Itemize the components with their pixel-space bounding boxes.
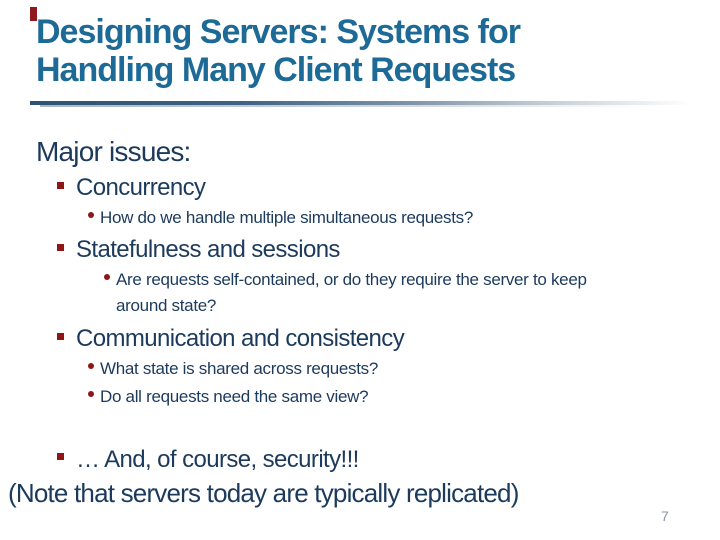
bullet-item-self-contained: Are requests self-contained, or do they … — [116, 270, 587, 289]
bullet-item-self-contained-wrap: around state? — [116, 296, 217, 315]
round-bullet-icon — [88, 212, 94, 218]
square-bullet-icon — [57, 333, 64, 340]
bullet-item-same-view: Do all requests need the same view? — [100, 387, 369, 406]
square-bullet-icon — [57, 244, 64, 251]
round-bullet-icon — [88, 391, 94, 397]
bullet-item-what-state: What state is shared across requests? — [100, 359, 379, 378]
title-underline — [30, 101, 720, 105]
bullet-item-concurrency: Concurrency — [76, 174, 206, 201]
bullet-item-communication: Communication and consistency — [76, 325, 405, 352]
title-line-2: Handling Many Client Requests — [36, 51, 516, 89]
title-underline-shadow — [40, 105, 720, 107]
slide-title: Designing Servers: Systems for Handling … — [36, 13, 696, 89]
square-bullet-icon — [57, 453, 64, 460]
bullet-item-how-handle: How do we handle multiple simultaneous r… — [100, 208, 474, 227]
accent-tick — [30, 7, 37, 21]
bullet-item-statefulness: Statefulness and sessions — [76, 236, 340, 263]
bullet-item-security: … And, of course, security!!! — [76, 446, 359, 473]
round-bullet-icon — [104, 274, 110, 280]
round-bullet-icon — [88, 363, 94, 369]
page-number: 7 — [661, 508, 669, 524]
body-heading: Major issues: — [36, 136, 191, 167]
speaker-note: (Note that servers today are typically r… — [8, 478, 519, 508]
square-bullet-icon — [57, 182, 64, 189]
title-line-1: Designing Servers: Systems for — [36, 13, 521, 51]
